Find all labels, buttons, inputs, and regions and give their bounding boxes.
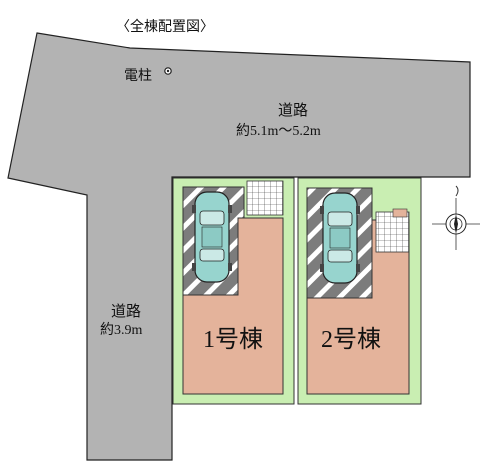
building-2-label: 2号棟: [321, 326, 381, 353]
site-plan-title: 〈全棟配置図〉: [116, 18, 214, 35]
building-1-label: 1号棟: [203, 326, 263, 353]
utility-pole-label: 電柱: [124, 68, 152, 84]
road-left-width: 約3.9m: [100, 322, 142, 338]
entrance-tiles-2: [375, 211, 410, 253]
entrance-tiles-1: [246, 180, 284, 216]
car-2-icon: [320, 192, 360, 284]
road-left-name: 道路: [111, 303, 141, 320]
road-area: [7, 32, 471, 461]
road-top-name: 道路: [278, 102, 308, 119]
car-1-icon: [192, 191, 232, 283]
compass-north-icon: [432, 185, 480, 250]
road-top-width: 約5.1m〜5.2m: [236, 123, 321, 139]
